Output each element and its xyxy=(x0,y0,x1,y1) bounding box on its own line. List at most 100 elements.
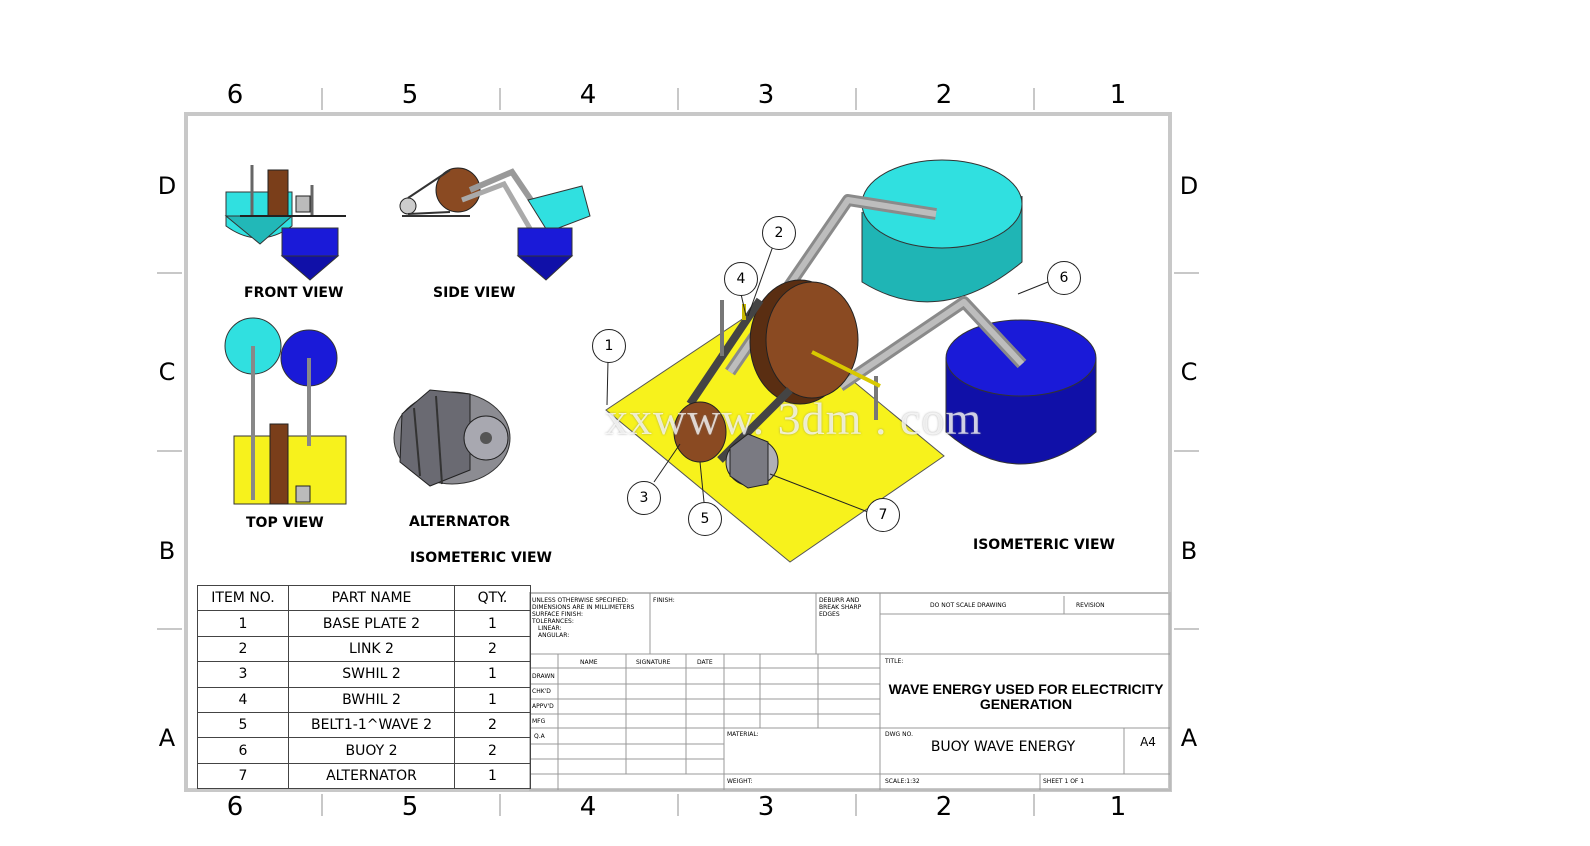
balloon-6: 6 xyxy=(1047,261,1081,295)
bom-qty: 1 xyxy=(454,686,531,713)
isometric-view-label-right: ISOMETERIC VIEW xyxy=(973,537,1115,553)
zone-row-b-right: B xyxy=(1180,537,1198,565)
bom-item: 7 xyxy=(197,762,289,790)
bom-part: BWHIL 2 xyxy=(288,686,455,713)
tb-deburr-line: EDGES xyxy=(819,611,840,618)
zone-row-a-left: A xyxy=(158,724,176,752)
bom-item: 3 xyxy=(197,661,289,688)
bom-item: 1 xyxy=(197,610,289,637)
bom-part: SWHIL 2 xyxy=(288,661,455,688)
tb-note-line: ANGULAR: xyxy=(538,632,570,639)
tb-col-signature: SIGNATURE xyxy=(636,659,671,666)
zone-col-1-bottom: 1 xyxy=(1109,792,1127,822)
zone-col-2-top: 2 xyxy=(935,80,953,110)
tb-col-name: NAME xyxy=(580,659,598,666)
zone-col-4-top: 4 xyxy=(579,80,597,110)
tb-row-mfg: MFG xyxy=(532,718,546,725)
zone-row-d-right: D xyxy=(1179,172,1199,200)
zone-col-3-top: 3 xyxy=(757,80,775,110)
bom-part: BUOY 2 xyxy=(288,737,455,764)
side-view-graphic xyxy=(399,167,591,281)
balloon-2: 2 xyxy=(762,216,796,250)
bom-part: LINK 2 xyxy=(288,635,455,663)
bom-qty: 2 xyxy=(454,711,531,739)
balloon-5: 5 xyxy=(688,502,722,536)
zone-col-3-bottom: 3 xyxy=(757,792,775,822)
bom-header-qty: QTY. xyxy=(454,584,531,612)
title-block-grid xyxy=(529,592,1171,791)
zone-row-c-right: C xyxy=(1180,358,1198,386)
sheet-size: A4 xyxy=(1140,735,1156,749)
bom-header-row: ITEM NO. PART NAME QTY. xyxy=(197,584,531,612)
tb-note-line: LINEAR: xyxy=(538,625,562,632)
tb-weight: WEIGHT: xyxy=(727,778,753,785)
bom-qty: 2 xyxy=(454,635,531,663)
drawing-number: BUOY WAVE ENERGY xyxy=(930,739,1076,755)
tb-finish: FINISH: xyxy=(653,597,675,604)
bom-item: 4 xyxy=(197,686,289,713)
drawing-title: WAVE ENERGY USED FOR ELECTRICITY GENERAT… xyxy=(888,681,1164,712)
tb-note-line: UNLESS OTHERWISE SPECIFIED: xyxy=(532,597,629,604)
tb-note-line: DIMENSIONS ARE IN MILLIMETERS xyxy=(532,604,635,611)
tb-note-line: SURFACE FINISH: xyxy=(532,611,583,618)
zone-col-6-top: 6 xyxy=(226,80,244,110)
tb-do-not-scale: DO NOT SCALE DRAWING xyxy=(930,602,1007,609)
tb-col-date: DATE xyxy=(697,659,713,666)
tb-revision: REVISION xyxy=(1076,602,1105,609)
bom-header-part: PART NAME xyxy=(288,584,455,612)
front-view-label: FRONT VIEW xyxy=(244,285,344,301)
front-view-graphic xyxy=(224,165,346,281)
tb-deburr: DEBURR AND BREAK SHARP EDGES xyxy=(819,597,861,618)
tb-row-drawn: DRAWN xyxy=(532,673,555,680)
side-view-label: SIDE VIEW xyxy=(433,285,516,301)
zone-row-a-right: A xyxy=(1180,724,1198,752)
balloon-7: 7 xyxy=(866,498,900,532)
bom-part: BELT1-1^WAVE 2 xyxy=(288,711,455,739)
tb-scale: SCALE:1:32 xyxy=(885,778,920,785)
top-view-graphic xyxy=(224,317,347,505)
tb-sheet: SHEET 1 OF 1 xyxy=(1043,778,1085,785)
top-view-label: TOP VIEW xyxy=(246,515,324,531)
bom-qty: 1 xyxy=(454,661,531,688)
tb-deburr-line: BREAK SHARP xyxy=(819,604,862,611)
tb-notes: UNLESS OTHERWISE SPECIFIED: DIMENSIONS A… xyxy=(532,597,634,639)
alternator-label: ALTERNATOR xyxy=(409,514,511,530)
zone-col-1-top: 1 xyxy=(1109,80,1127,110)
zone-ticks xyxy=(157,88,1199,816)
tb-row-qa: Q.A xyxy=(534,733,545,740)
zone-col-5-bottom: 5 xyxy=(401,792,419,822)
balloon-1: 1 xyxy=(592,329,626,363)
zone-row-b-left: B xyxy=(158,537,176,565)
bom-header-item: ITEM NO. xyxy=(197,584,289,612)
tb-dwg-no-label: DWG NO. xyxy=(885,731,913,738)
alternator-graphic xyxy=(393,389,511,487)
zone-col-5-top: 5 xyxy=(401,80,419,110)
bom-item: 5 xyxy=(197,711,289,739)
isometric-assembly-graphic xyxy=(605,159,1097,563)
watermark-text: xxwww. 3dm . com xyxy=(605,393,983,444)
tb-material: MATERIAL: xyxy=(727,731,759,738)
bom-item: 2 xyxy=(197,635,289,663)
bom-part: ALTERNATOR xyxy=(288,762,455,790)
bom-qty: 1 xyxy=(454,762,531,790)
zone-col-4-bottom: 4 xyxy=(579,792,597,822)
bom-part: BASE PLATE 2 xyxy=(288,610,455,637)
zone-col-6-bottom: 6 xyxy=(226,792,244,822)
zone-col-2-bottom: 2 xyxy=(935,792,953,822)
tb-row-approved: APPV'D xyxy=(532,703,554,710)
bom-qty: 2 xyxy=(454,737,531,764)
bom-qty: 1 xyxy=(454,610,531,637)
zone-row-c-left: C xyxy=(158,358,176,386)
tb-row-checked: CHK'D xyxy=(532,688,551,695)
tb-title-label: TITLE: xyxy=(885,658,904,665)
balloon-4: 4 xyxy=(724,262,758,296)
bom-item: 6 xyxy=(197,737,289,764)
balloon-3: 3 xyxy=(627,481,661,515)
